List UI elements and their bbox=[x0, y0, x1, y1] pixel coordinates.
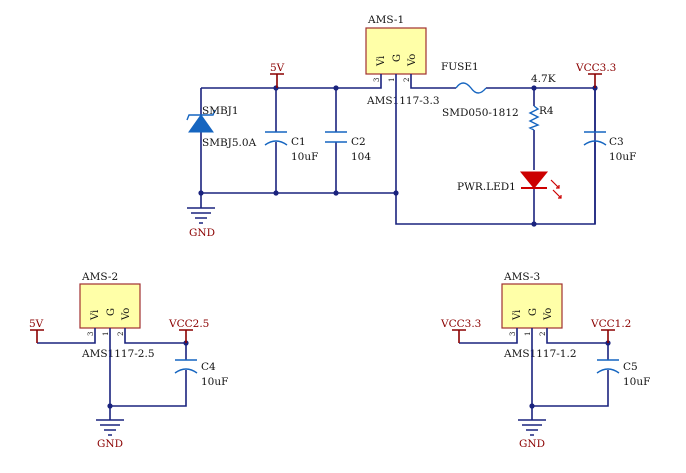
right-circuit: Vi G Vo AMS-3 AMS1117-1.2 3 1 2 VCC3.3 V… bbox=[440, 271, 650, 450]
c2-designator: C2 bbox=[351, 136, 366, 148]
ams2-pin-vo: Vo bbox=[121, 308, 132, 321]
ams1-pin-num-1: 1 bbox=[388, 78, 396, 82]
ams3-pin-g: G bbox=[528, 308, 539, 316]
ams2-regulator: Vi G Vo AMS-2 AMS1117-2.5 3 1 2 bbox=[79, 271, 155, 360]
right-gnd-label: GND bbox=[519, 438, 545, 450]
ams2-pin-num-2: 2 bbox=[117, 332, 125, 336]
ams3-pin-vo: Vo bbox=[543, 308, 554, 321]
ams3-regulator: Vi G Vo AMS-3 AMS1117-1.2 3 1 2 bbox=[501, 271, 577, 360]
r4-value: 4.7K bbox=[531, 73, 556, 85]
left-5v-label: 5V bbox=[29, 318, 44, 330]
top-gnd-label: GND bbox=[189, 227, 215, 239]
capacitor-c2: C2 104 bbox=[325, 131, 371, 163]
left-5v-port: 5V bbox=[29, 318, 44, 343]
fuse1: FUSE1 SMD050-1812 bbox=[441, 61, 519, 119]
ams2-pin-vi: Vi bbox=[90, 310, 101, 321]
c4-value: 10uF bbox=[201, 376, 228, 388]
top-vcc33-label: VCC3.3 bbox=[575, 62, 616, 74]
capacitor-c5: C5 10uF bbox=[596, 359, 650, 388]
right-wires bbox=[459, 328, 609, 420]
left-vcc25-label: VCC2.5 bbox=[168, 318, 209, 330]
right-vcc12-label: VCC1.2 bbox=[590, 318, 631, 330]
c1-designator: C1 bbox=[291, 136, 306, 148]
right-vcc33-label: VCC3.3 bbox=[440, 318, 481, 330]
c3-value: 10uF bbox=[609, 151, 636, 163]
c5-value: 10uF bbox=[623, 376, 650, 388]
ams1-pin-vo: Vo bbox=[407, 54, 418, 67]
ams2-part: AMS1117-2.5 bbox=[81, 348, 155, 360]
right-vcc33-port: VCC3.3 bbox=[440, 318, 481, 343]
top-5v-port: 5V bbox=[270, 62, 285, 88]
c2-value: 104 bbox=[351, 151, 371, 163]
capacitor-c4: C4 10uF bbox=[174, 359, 228, 388]
ams1-designator: AMS-1 bbox=[367, 14, 404, 26]
tvs-designator: SMBJ1 bbox=[202, 105, 239, 117]
fuse-designator: FUSE1 bbox=[441, 61, 479, 73]
c4-designator: C4 bbox=[201, 361, 216, 373]
ams1-part: AMS1117-3.3 bbox=[366, 95, 440, 107]
right-junction-gnd bbox=[529, 403, 535, 409]
ams1-pin-g: G bbox=[392, 54, 403, 62]
left-junction-gnd bbox=[107, 403, 113, 409]
left-wires bbox=[37, 328, 187, 420]
ams1-pin-num-2: 2 bbox=[403, 78, 411, 82]
capacitor-c1: C1 10uF bbox=[264, 131, 318, 163]
resistor-r4: 4.7K R4 bbox=[528, 73, 556, 131]
right-gnd-symbol: GND bbox=[518, 419, 546, 450]
ams3-designator: AMS-3 bbox=[503, 271, 540, 283]
ams3-pin-num-1: 1 bbox=[524, 332, 532, 336]
left-circuit: Vi G Vo AMS-2 AMS1117-2.5 3 1 2 5V VCC2.… bbox=[29, 271, 228, 450]
top-vcc33-port: VCC3.3 bbox=[575, 62, 616, 88]
ams3-pin-num-3: 3 bbox=[509, 332, 517, 336]
left-gnd-symbol: GND bbox=[96, 419, 124, 450]
top-gnd-symbol: GND bbox=[187, 207, 215, 239]
ams3-pin-vi: Vi bbox=[512, 310, 523, 321]
power-led: PWR.LED1 bbox=[457, 171, 562, 199]
capacitor-c3: C3 10uF bbox=[583, 131, 636, 163]
right-vcc12-port: VCC1.2 bbox=[590, 318, 631, 343]
ams2-pin-num-3: 3 bbox=[87, 332, 95, 336]
ams1-regulator: Vi G Vo AMS-1 AMS1117-3.3 3 1 2 bbox=[365, 14, 440, 107]
ams2-pin-g: G bbox=[106, 308, 117, 316]
tvs-diode: SMBJ1 SMBJ5.0A bbox=[186, 105, 257, 149]
top-5v-label: 5V bbox=[270, 62, 285, 74]
left-gnd-label: GND bbox=[97, 438, 123, 450]
tvs-part: SMBJ5.0A bbox=[202, 137, 257, 149]
ams3-part: AMS1117-1.2 bbox=[503, 348, 577, 360]
left-vcc25-port: VCC2.5 bbox=[168, 318, 209, 343]
c3-designator: C3 bbox=[609, 136, 624, 148]
fuse-part: SMD050-1812 bbox=[442, 107, 519, 119]
c1-value: 10uF bbox=[291, 151, 318, 163]
led-designator: PWR.LED1 bbox=[457, 181, 516, 193]
ams1-pin-vi: Vi bbox=[376, 56, 387, 67]
ams2-pin-num-1: 1 bbox=[102, 332, 110, 336]
r4-designator: R4 bbox=[539, 105, 554, 117]
ams3-pin-num-2: 2 bbox=[539, 332, 547, 336]
ams1-pin-num-3: 3 bbox=[373, 78, 381, 82]
ams2-designator: AMS-2 bbox=[81, 271, 118, 283]
c5-designator: C5 bbox=[623, 361, 638, 373]
top-circuit: Vi G Vo AMS-1 AMS1117-3.3 3 1 2 bbox=[186, 14, 636, 239]
